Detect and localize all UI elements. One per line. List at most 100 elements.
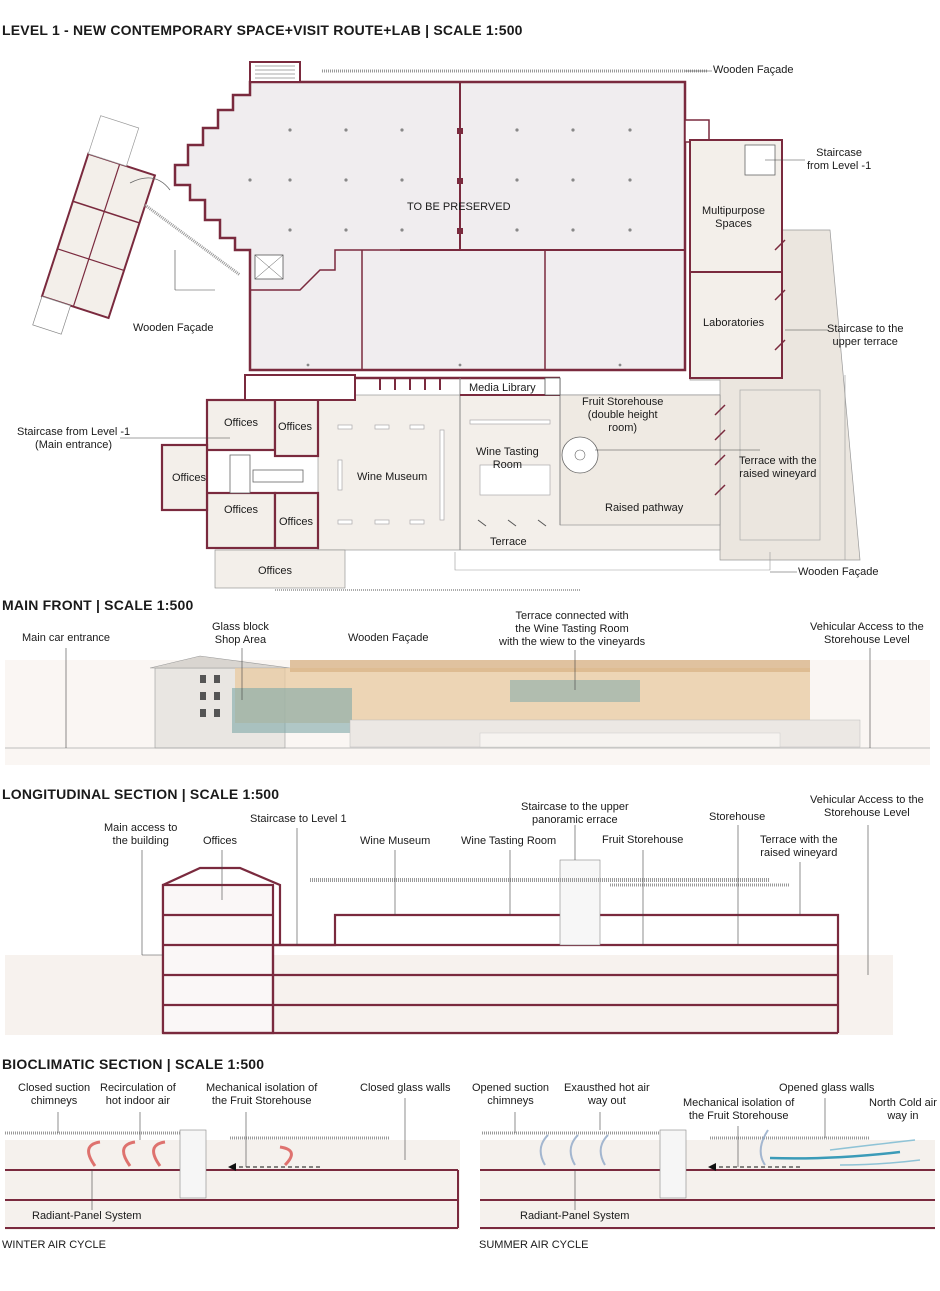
- label-closed-glass: Closed glass walls: [360, 1082, 451, 1094]
- label-mechanical-isolation-summer: Mechanical isolation of the Fruit Storeh…: [683, 1097, 795, 1122]
- left-building: [32, 115, 157, 335]
- label-opened-glass: Opened glass walls: [779, 1082, 875, 1094]
- label-wine-museum-section: Wine Museum: [360, 835, 431, 847]
- wooden-facade-diagonal: [144, 203, 241, 277]
- section-leaders: [141, 825, 869, 975]
- label-terrace: Terrace: [490, 536, 527, 548]
- label-staircase-main-entrance: Staircase from Level -1 (Main entrance): [17, 426, 131, 451]
- label-multipurpose-spaces: Multipurpose Spaces: [702, 205, 765, 230]
- label-staircase-upper-terrace: Staircase to the upper terrace: [827, 323, 904, 348]
- label-wine-tasting-room: Wine Tasting Room: [476, 446, 539, 471]
- label-offices: Offices: [224, 504, 259, 516]
- label-opened-chimneys: Opened suction chimneys: [472, 1082, 550, 1107]
- label-wine-tasting-section: Wine Tasting Room: [461, 835, 557, 847]
- summer-cold-arrow: [769, 1150, 901, 1160]
- summer-spiral: [659, 1129, 687, 1199]
- columns: [248, 128, 632, 367]
- bridge: [129, 177, 171, 191]
- label-wooden-facade-front: Wooden Façade: [348, 632, 429, 644]
- label-offices: Offices: [278, 421, 313, 433]
- label-storehouse: Storehouse: [709, 811, 766, 823]
- preserved-wall: [250, 249, 362, 291]
- main-front-title: MAIN FRONT | SCALE 1:500: [2, 597, 194, 613]
- context-line: [454, 552, 771, 571]
- label-recirculation: Recirculation of hot indoor air: [100, 1082, 176, 1107]
- column-core: [457, 178, 463, 184]
- summer-cold-waves: [829, 1139, 921, 1166]
- spiral-stair-core: [574, 449, 586, 461]
- label-offices: Offices: [279, 516, 314, 528]
- label-terrace-vineyard-section: Terrace with the raised wineyard: [760, 834, 838, 859]
- label-north-cold-air: North Cold air way in: [869, 1097, 937, 1122]
- label-to-be-preserved: TO BE PRESERVED: [407, 201, 511, 213]
- label-main-car-entrance: Main car entrance: [22, 632, 111, 644]
- longitudinal-title: LONGITUDINAL SECTION | SCALE 1:500: [2, 786, 280, 802]
- right-wing: [689, 139, 783, 379]
- lab-openings: [714, 239, 786, 496]
- label-staircase-panoramic: Staircase to the upper panoramic errace: [521, 801, 629, 826]
- level1-plan: [32, 61, 861, 591]
- spiral-stair: [561, 436, 599, 474]
- label-vehicular-access-section: Vehicular Access to the Storehouse Level: [810, 794, 924, 819]
- label-fruit-storehouse: Fruit Storehouse (double height room): [582, 396, 664, 434]
- museum-furniture: [337, 419, 551, 525]
- label-laboratories: Laboratories: [703, 317, 765, 329]
- label-offices: Offices: [224, 417, 259, 429]
- label-staircase-from-level-m1: Staircase from Level -1: [807, 147, 872, 172]
- offices-strip: [214, 549, 346, 589]
- existing-roof: [149, 655, 291, 669]
- ramp: [252, 469, 304, 483]
- main-front-elevation: [5, 648, 930, 765]
- winter-ground: [5, 1140, 460, 1230]
- label-main-access: Main access to the building: [104, 822, 178, 847]
- longitudinal-section: [5, 825, 893, 1035]
- label-wooden-facade-bottom: Wooden Façade: [798, 566, 879, 578]
- label-media-library: Media Library: [469, 382, 536, 394]
- top-stair: [249, 61, 301, 83]
- level1-title: LEVEL 1 - NEW CONTEMPORARY SPACE+VISIT R…: [2, 22, 523, 38]
- existing-windows: [200, 675, 220, 717]
- label-raised-pathway: Raised pathway: [605, 502, 684, 514]
- label-offices-section: Offices: [203, 835, 238, 847]
- column-core: [457, 228, 463, 234]
- label-vehicular-access-front: Vehicular Access to the Storehouse Level: [810, 621, 924, 646]
- column-core: [457, 128, 463, 134]
- label-radiant-panel-summer: Radiant-Panel System: [520, 1210, 630, 1222]
- front-leaders: [65, 648, 871, 748]
- label-exhausted-air: Exausthed hot air way out: [564, 1082, 650, 1107]
- terrace-glass: [510, 680, 640, 702]
- section-ground: [5, 955, 893, 1035]
- caption-summer: SUMMER AIR CYCLE: [479, 1239, 589, 1251]
- bioclimatic-title: BIOCLIMATIC SECTION | SCALE 1:500: [2, 1056, 265, 1072]
- top-stair-treads: [255, 65, 295, 79]
- label-terrace-raised-vineyard: Terrace with the raised wineyard: [739, 455, 817, 480]
- summer-up-arrows: [539, 1129, 769, 1166]
- label-offices: Offices: [172, 472, 207, 484]
- label-wine-museum: Wine Museum: [357, 471, 428, 483]
- winter-warm-arrows: [87, 1140, 293, 1167]
- section-floors: [163, 913, 840, 1035]
- library-stair: [544, 377, 561, 396]
- right-stair: [684, 119, 710, 143]
- label-fruit-storehouse-section: Fruit Storehouse: [602, 834, 684, 846]
- bioclimatic-summer: [480, 1098, 935, 1230]
- bioclimatic-winter: [5, 1098, 460, 1230]
- label-offices: Offices: [258, 565, 293, 577]
- library-fins: [379, 378, 441, 390]
- spiral-stair-section: [559, 859, 601, 946]
- leader-lines: [120, 70, 828, 573]
- preserved-block: [173, 80, 687, 372]
- label-wooden-facade-left: Wooden Façade: [133, 322, 214, 334]
- terrace-partitions: [477, 519, 547, 527]
- raised-vineyard: [739, 389, 821, 541]
- label-radiant-panel-winter: Radiant-Panel System: [32, 1210, 142, 1222]
- label-staircase-level1: Staircase to Level 1: [250, 813, 347, 825]
- winter-spiral: [179, 1129, 207, 1199]
- glass-block-shop: [232, 688, 352, 733]
- label-wooden-facade-top: Wooden Façade: [713, 64, 794, 76]
- caption-winter: WINTER AIR CYCLE: [2, 1239, 106, 1251]
- main-entrance-stair: [229, 454, 251, 494]
- service-core: [244, 374, 356, 401]
